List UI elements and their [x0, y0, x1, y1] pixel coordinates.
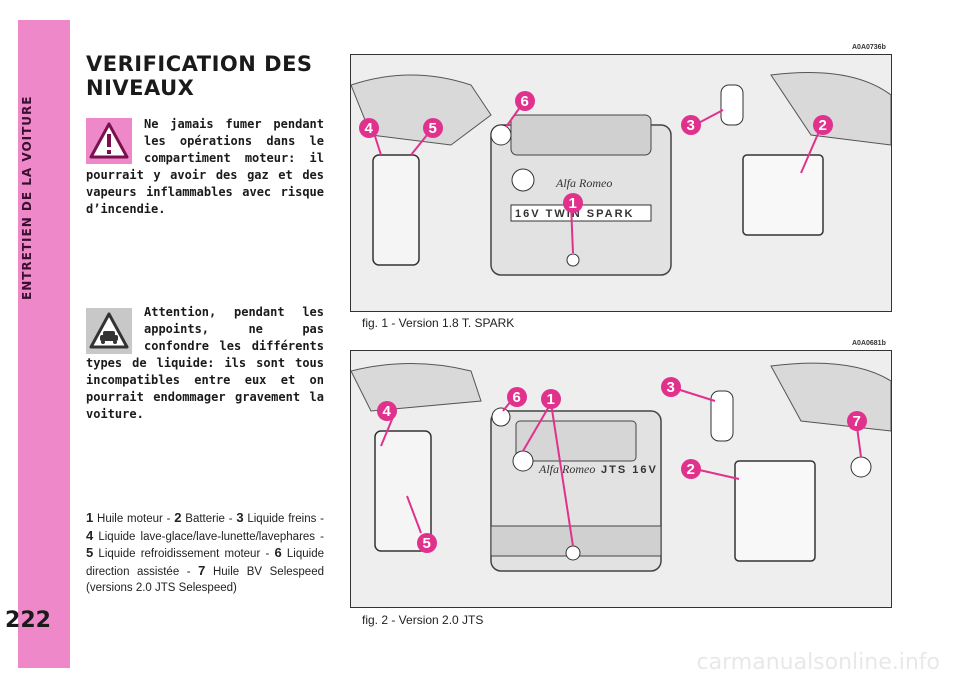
legend-label: Liquide freins - [247, 513, 324, 525]
legend-num: 4 [86, 527, 94, 543]
legend-num: 7 [198, 562, 206, 578]
callout-4: 4 [359, 118, 379, 138]
page-title-line2: NIVEAUX [86, 76, 195, 100]
callout-3: 3 [661, 377, 681, 397]
svg-text:5: 5 [429, 120, 437, 137]
legend-label: Batterie - [185, 513, 237, 525]
svg-text:5: 5 [423, 535, 431, 552]
car-attention-icon [86, 308, 132, 354]
attention-paragraph: Attention, pendant les appoints, ne pas … [86, 304, 324, 423]
svg-text:7: 7 [853, 413, 861, 430]
svg-text:4: 4 [383, 403, 392, 420]
svg-text:2: 2 [819, 117, 827, 134]
svg-text:3: 3 [687, 117, 695, 134]
callout-1: 1 [563, 193, 583, 213]
legend-num: 1 [86, 510, 94, 525]
legend-num: 5 [86, 545, 94, 560]
engine-badge-text: 16V TWIN SPARK [515, 208, 634, 220]
legend-num: 2 [174, 510, 182, 525]
svg-text:3: 3 [667, 379, 675, 396]
callout-1: 1 [541, 389, 561, 409]
callout-5: 5 [423, 118, 443, 138]
callout-6: 6 [515, 91, 535, 111]
svg-text:2: 2 [687, 461, 695, 478]
svg-text:1: 1 [569, 195, 577, 212]
figure-code: A0A0736b [852, 44, 886, 51]
legend-label: Huile BV Selespeed (versions 2.0 JTS Sel… [86, 565, 324, 595]
legend-num: 6 [274, 545, 282, 560]
engine-badge-text: JTS 16V [601, 464, 658, 476]
callout-5: 5 [417, 533, 437, 553]
page-title-line1: VERIFICATION DES [86, 52, 313, 76]
attention-text: Attention, pendant les appoints, ne pas … [86, 305, 324, 421]
callout-6: 6 [507, 387, 527, 407]
figure-caption: fig. 2 - Version 2.0 JTS [362, 613, 484, 627]
watermark: carmanualsonline.info [696, 650, 940, 675]
engine-figure-1: 16V TWIN SPARK Alfa Romeo 1 2 3 4 5 6 [350, 54, 892, 312]
figure-caption: fig. 1 - Version 1.8 T. SPARK [362, 316, 515, 330]
svg-text:6: 6 [513, 389, 521, 406]
section-sidebar [18, 20, 70, 668]
engine-logo-text: Alfa Romeo [555, 176, 612, 190]
engine-logo-text: Alfa Romeo [538, 462, 595, 476]
warning-paragraph: Ne jamais fumer pendant les opérations d… [86, 116, 324, 218]
warning-text: Ne jamais fumer pendant les opérations d… [86, 117, 324, 216]
section-title: ENTRETIEN DE LA VOITURE [20, 95, 34, 301]
svg-text:6: 6 [521, 93, 529, 110]
svg-text:4: 4 [365, 120, 374, 137]
page-number: 222 [5, 608, 51, 633]
legend-num: 3 [236, 510, 244, 525]
engine-figure-2: Alfa Romeo JTS 16V 1 2 3 4 5 6 7 [350, 350, 892, 608]
callout-2: 2 [681, 459, 701, 479]
callout-4: 4 [377, 401, 397, 421]
callout-3: 3 [681, 115, 701, 135]
figure-code: A0A0681b [852, 340, 886, 347]
svg-text:1: 1 [547, 391, 555, 408]
callout-2: 2 [813, 115, 833, 135]
legend-label: Huile moteur - [97, 513, 175, 525]
legend-label: Liquide refroidissement moteur - [98, 548, 275, 560]
legend-paragraph: 1 Huile moteur - 2 Batterie - 3 Liquide … [86, 510, 324, 597]
legend-label: Liquide direction assistée - [86, 548, 324, 578]
legend-label: Liquide lave-glace/lave-lunette/lavephar… [98, 530, 324, 543]
page-title: VERIFICATION DES NIVEAUX [86, 52, 336, 100]
warning-triangle-icon [86, 118, 132, 164]
callout-7: 7 [847, 411, 867, 431]
